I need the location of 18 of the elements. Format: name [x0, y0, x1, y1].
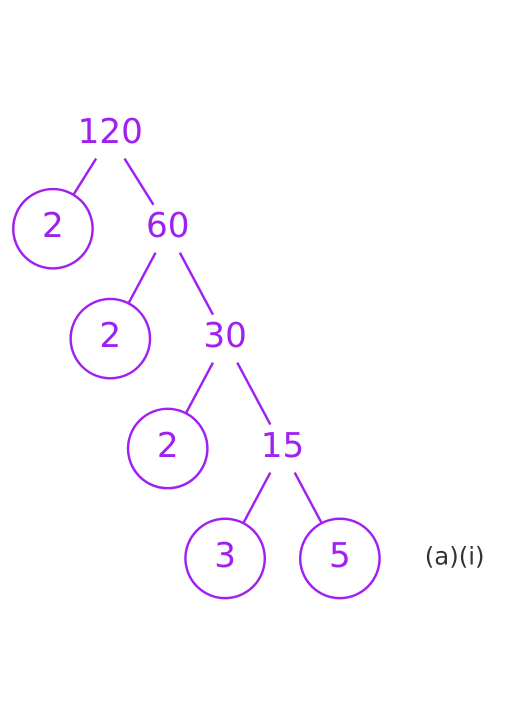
node-text: 15: [260, 425, 304, 466]
label: (a)(i): [424, 541, 485, 570]
node-circle: 2: [69, 297, 152, 380]
connector: [184, 362, 214, 414]
connector: [242, 471, 272, 524]
node-text: 120: [78, 112, 143, 152]
node-circle: 3: [184, 517, 266, 599]
connector: [294, 471, 323, 524]
node-circle: 2: [126, 407, 209, 489]
node-circle: 5: [298, 517, 381, 599]
node-text: 60: [146, 206, 190, 246]
connector: [72, 157, 98, 195]
node-text: 30: [203, 316, 247, 356]
connector: [178, 252, 214, 315]
node-circle: 2: [12, 187, 94, 270]
connector: [128, 252, 157, 304]
connector: [236, 362, 272, 425]
connector: [123, 157, 155, 205]
